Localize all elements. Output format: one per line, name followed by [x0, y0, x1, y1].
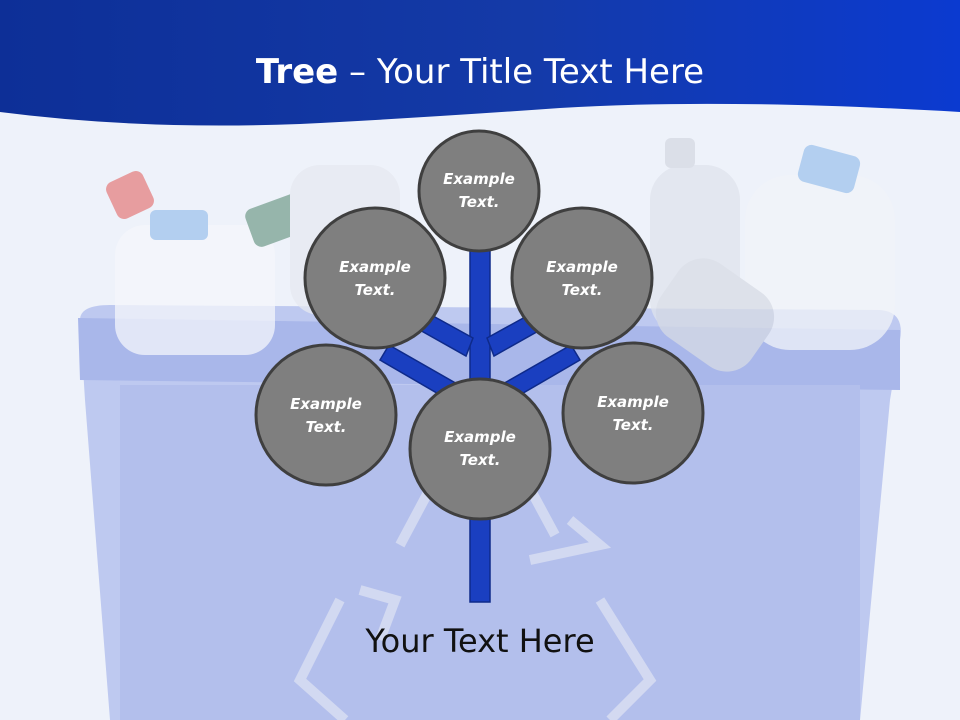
node-upper-right [510, 206, 654, 350]
node-upper-left [303, 206, 447, 350]
title-bold: Tree [255, 52, 339, 92]
node-mid-right [561, 341, 705, 485]
node-top [417, 129, 541, 253]
page-title: Tree – Your Title Text Here [0, 52, 960, 92]
node-center [408, 377, 552, 521]
tree-nodes [254, 129, 705, 521]
title-rest: – Your Title Text Here [338, 52, 705, 92]
footer-text: Your Text Here [365, 622, 595, 660]
node-mid-left [254, 343, 398, 487]
